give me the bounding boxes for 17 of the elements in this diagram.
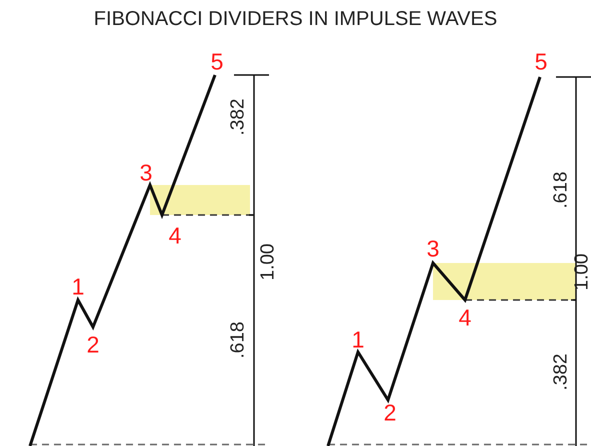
wave-number: 5 [210,50,224,74]
wave-number: 1 [72,276,84,298]
wave-number: 2 [384,402,396,424]
wave-number: 2 [86,334,100,356]
wave-number: 4 [458,306,472,330]
wave-number: 3 [426,238,440,260]
wave-number: 1 [352,328,364,352]
wave-number: 5 [534,50,548,74]
ratio-label: .618 [552,172,570,208]
title: FIBONACCI DIVIDERS IN IMPULSE WAVES [92,8,498,31]
wave-number: 4 [168,224,182,248]
wave-number: 3 [140,162,152,184]
ratio-label: .382 [552,354,570,390]
ratio-label: 1.00 [258,244,278,280]
ratio-label: 1.00 [572,254,591,290]
ratio-label: .382 [228,98,248,136]
ratio-label: .618 [228,322,248,358]
